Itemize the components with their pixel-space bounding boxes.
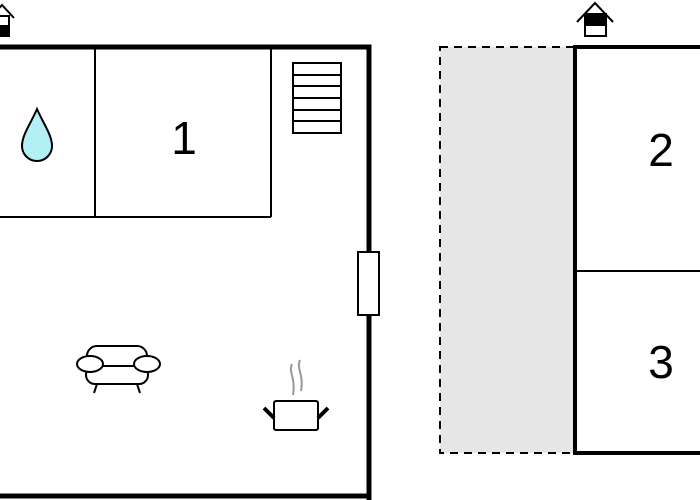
terrace-area <box>439 46 576 454</box>
window-icon <box>357 251 380 316</box>
stairs-icon <box>292 62 342 134</box>
cooking-pot-icon <box>262 359 330 431</box>
room-label-3: 3 <box>648 336 674 388</box>
entrance-house-icon <box>0 3 15 37</box>
room-label-1: 1 <box>171 112 197 164</box>
water-drop-icon <box>20 106 54 162</box>
right-building <box>573 45 700 455</box>
entrance-house-icon <box>576 1 614 37</box>
room-label-2: 2 <box>648 124 674 176</box>
left-building <box>0 44 372 500</box>
sofa-icon <box>76 345 161 394</box>
